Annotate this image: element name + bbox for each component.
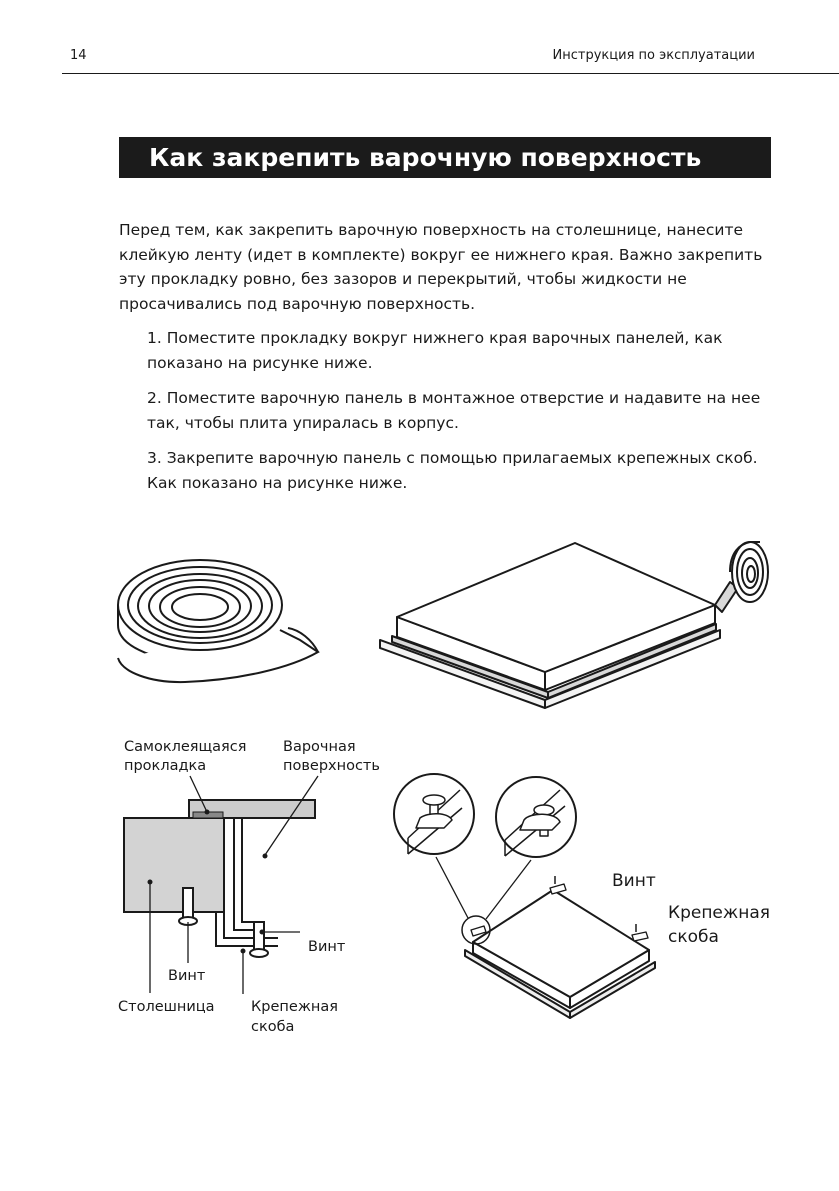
step-item-2: 2. Поместите варочную панель в монтажное… [147, 386, 777, 435]
label-screw-left: Винт [168, 968, 206, 984]
step-item-1: 1. Поместите прокладку вокруг нижнего кр… [147, 326, 777, 375]
step-number: 2. [147, 389, 162, 407]
label-hob-line2: поверхность [283, 758, 380, 774]
label-gasket-line1: Самоклеящаяся [124, 739, 246, 755]
gasket-tape-roll-illustration [117, 559, 320, 684]
label-screw-right: Винт [308, 939, 346, 955]
label-gasket-line2: прокладка [124, 758, 206, 774]
mounting-cross-section-diagram [123, 775, 319, 994]
fixing-bracket-shape [183, 911, 278, 947]
label-bracket-line1: Крепежная [251, 999, 338, 1015]
label-iso-bracket-line2: скоба [668, 927, 719, 947]
hob-mounting-isometric-diagram [393, 773, 656, 1019]
intro-paragraph: Перед тем, как закрепить варочную поверх… [119, 221, 763, 313]
step-number: 1. [147, 329, 162, 347]
countertop-shape [123, 817, 225, 913]
step-text: Поместите варочную панель в монтажное от… [147, 389, 761, 432]
page-number: 14 [70, 48, 87, 63]
hob-with-tape-illustration [379, 541, 769, 709]
label-iso-screw: Винт [612, 871, 656, 891]
steps-list: 1. Поместите прокладку вокруг нижнего кр… [147, 326, 777, 506]
step-text: Поместите прокладку вокруг нижнего края … [147, 329, 723, 372]
section-title: Как закрепить варочную поверхность [119, 137, 771, 178]
running-header-title: Инструкция по эксплуатации [552, 48, 755, 63]
header-divider [62, 73, 839, 74]
label-hob-line1: Варочная [283, 739, 356, 755]
label-iso-bracket-line1: Крепежная [668, 903, 770, 923]
step-text: Закрепите варочную панель с помощью прил… [147, 449, 758, 492]
step-item-3: 3. Закрепите варочную панель с помощью п… [147, 446, 777, 495]
step-number: 3. [147, 449, 162, 467]
label-bracket-line2: скоба [251, 1019, 294, 1035]
label-countertop: Столешница [118, 999, 215, 1015]
